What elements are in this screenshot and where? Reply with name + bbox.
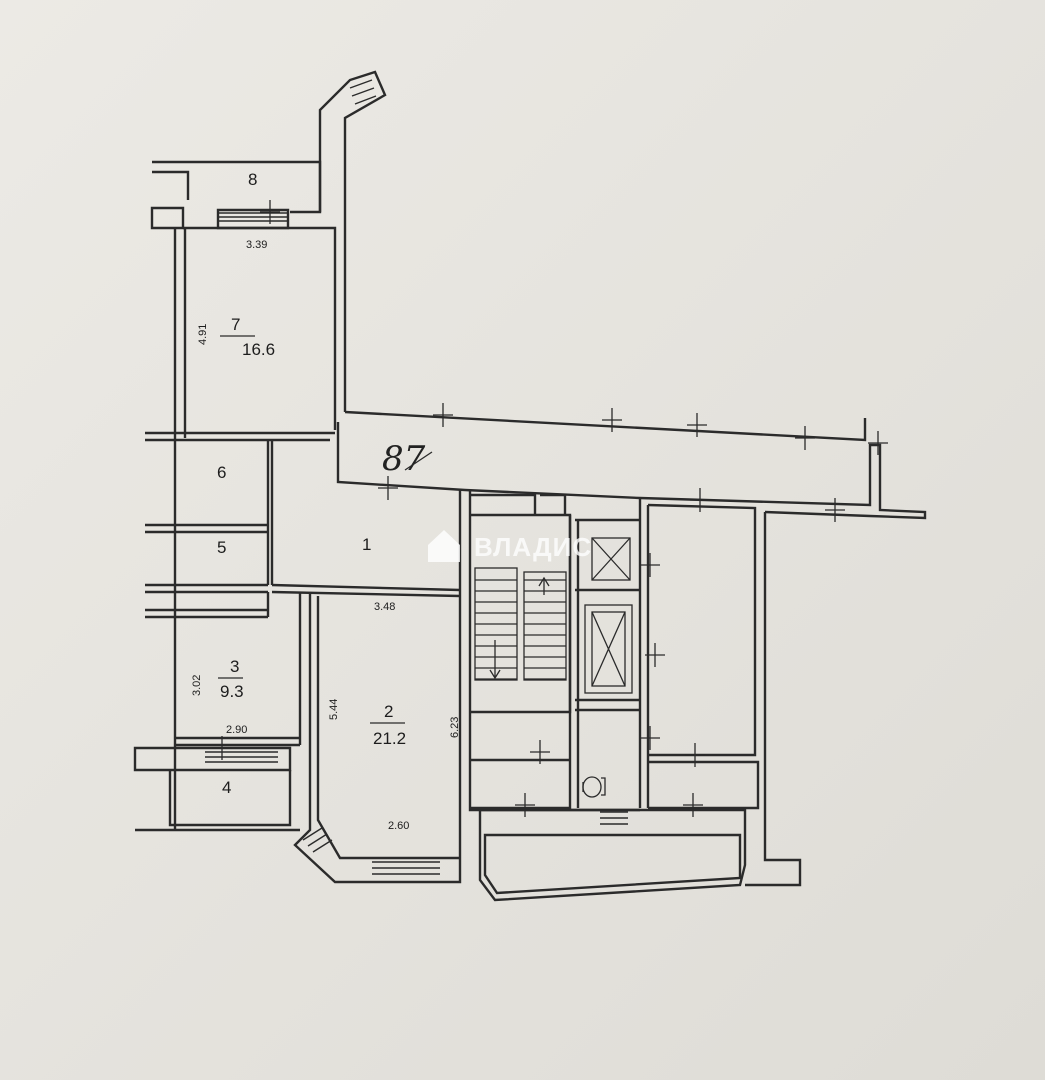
wall-tick xyxy=(645,643,665,667)
room-3-area: 9.3 xyxy=(220,682,244,701)
dim-3-39: 3.39 xyxy=(246,239,267,251)
wall-tick xyxy=(640,553,660,577)
wall-tick xyxy=(640,726,660,750)
wall-tick xyxy=(690,488,710,512)
wall-tick xyxy=(685,743,705,767)
stairs xyxy=(474,567,567,681)
wall-tick xyxy=(433,403,453,427)
wall-tick xyxy=(795,426,815,450)
wall-tick xyxy=(868,431,888,455)
room-2-number: 2 xyxy=(384,702,393,721)
room-1-number: 1 xyxy=(362,535,371,554)
wall-tick xyxy=(687,413,707,437)
wall-tick xyxy=(602,408,622,432)
dim-2-90: 2.90 xyxy=(226,724,247,736)
wall-ticks xyxy=(212,200,888,817)
room-7-area: 16.6 xyxy=(242,340,275,359)
windows xyxy=(205,212,628,875)
room-5-number: 5 xyxy=(217,538,226,557)
watermark: ВЛАДИС xyxy=(428,530,592,562)
dim-3-48: 3.48 xyxy=(374,601,395,613)
dimension-labels: 3.39 4.91 3.48 3.02 2.90 5.44 6.23 2.60 xyxy=(191,239,461,832)
wall-tick xyxy=(378,476,398,500)
elevator-shafts xyxy=(584,537,633,694)
wall-tick xyxy=(825,498,845,522)
room-7-number: 7 xyxy=(231,315,240,334)
room-labels: 8 7 16.6 6 5 1 3 9.3 4 2 21.2 xyxy=(217,170,406,797)
room-6-number: 6 xyxy=(217,463,226,482)
dim-3-02: 3.02 xyxy=(191,675,203,696)
room-8-number: 8 xyxy=(248,170,257,189)
room-2-area: 21.2 xyxy=(373,729,406,748)
wall-tick xyxy=(212,736,232,760)
handwritten-number: 87 xyxy=(382,439,426,479)
wall-tick xyxy=(260,200,280,224)
handwritten-stroke xyxy=(404,451,433,471)
room-4-number: 4 xyxy=(222,778,231,797)
dim-2-60: 2.60 xyxy=(388,820,409,832)
outer-walls xyxy=(133,70,927,902)
room-3-number: 3 xyxy=(230,657,239,676)
toilet-icon xyxy=(582,776,606,798)
watermark-text: ВЛАДИС xyxy=(474,532,592,562)
dim-5-44: 5.44 xyxy=(328,699,340,720)
dim-4-91: 4.91 xyxy=(197,324,209,345)
wall-tick xyxy=(515,793,535,817)
wall-tick xyxy=(683,793,703,817)
dim-6-23: 6.23 xyxy=(449,717,461,738)
wall-tick xyxy=(530,740,550,764)
